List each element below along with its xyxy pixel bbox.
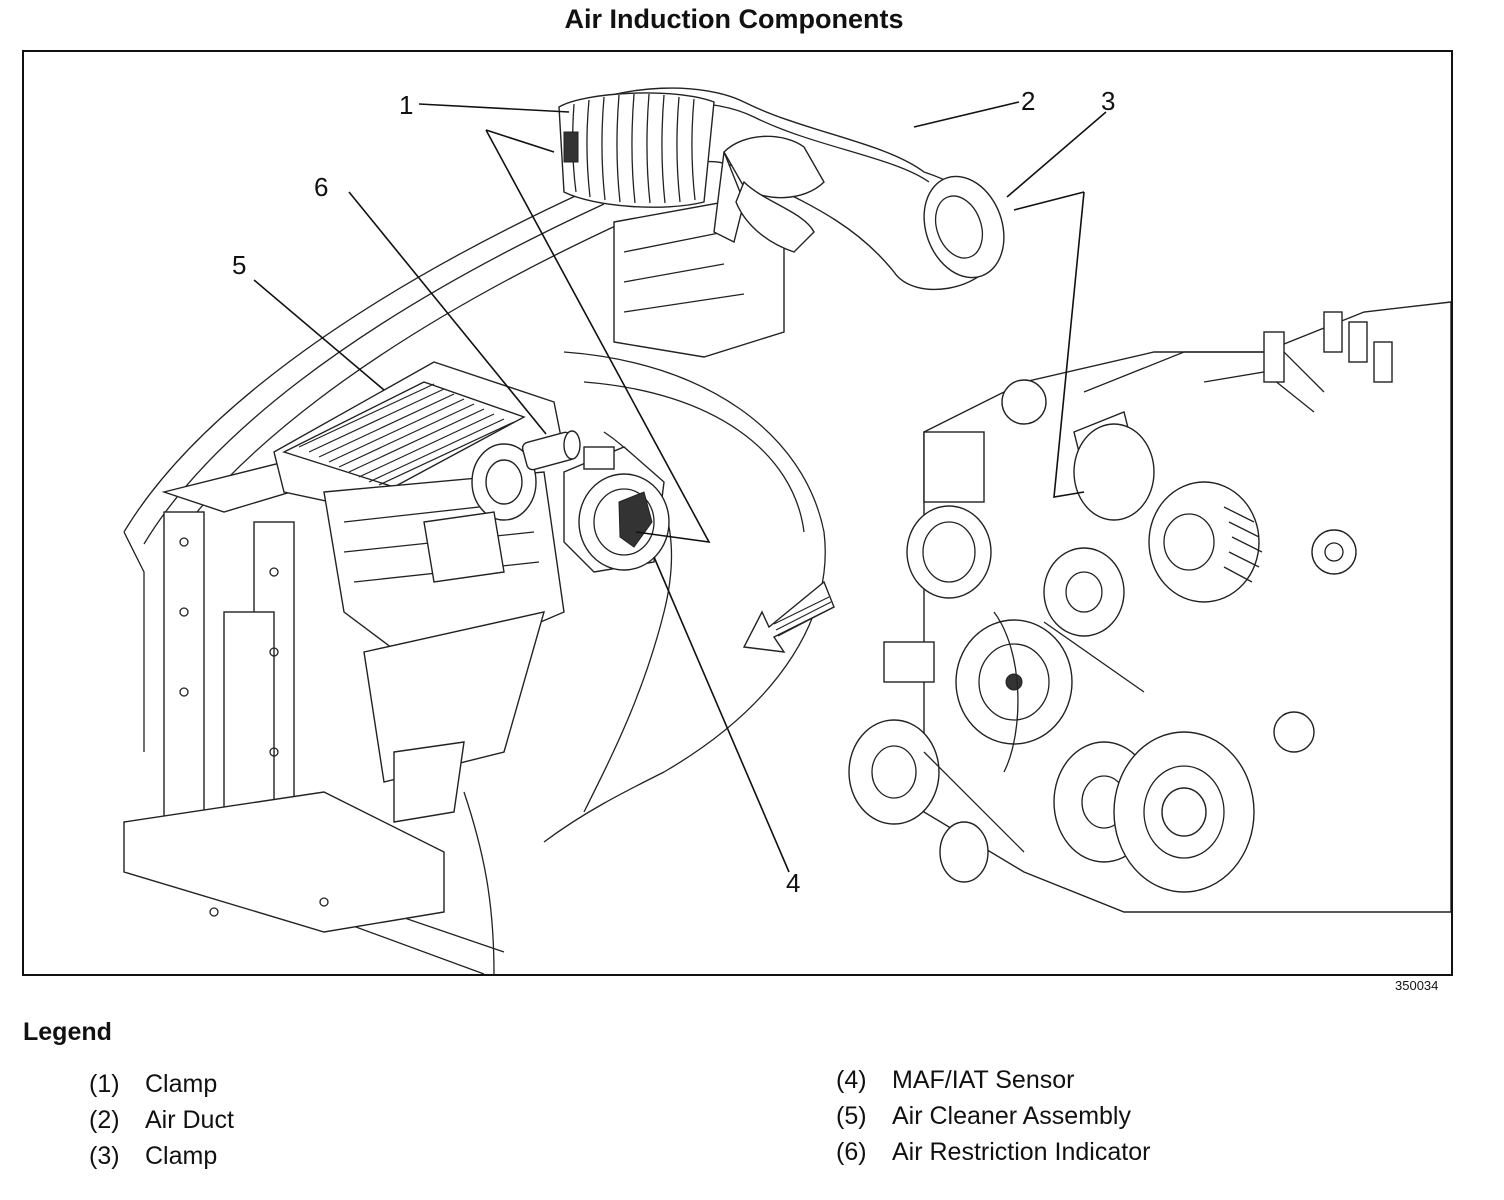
illustration: 1 2 3 4 5 6: [123, 86, 1451, 974]
callout-5: 5: [232, 250, 246, 280]
callout-2: 2: [1021, 86, 1035, 116]
legend-label: MAF/IAT Sensor: [892, 1066, 1075, 1094]
callout-4: 4: [786, 868, 800, 898]
legend-item: (4) MAF/IAT Sensor: [836, 1066, 1074, 1095]
legend-label: Air Restriction Indicator: [892, 1138, 1151, 1166]
legend-number: (3): [89, 1142, 120, 1170]
direction-arrow: [742, 580, 835, 653]
legend-number: (1): [89, 1070, 120, 1098]
legend-label: Air Cleaner Assembly: [892, 1102, 1131, 1130]
maf-iat-sensor: [563, 446, 670, 573]
legend-item: (1) Clamp: [89, 1070, 217, 1099]
legend-number: (4): [836, 1066, 867, 1094]
diagram-title: Air Induction Components: [564, 4, 904, 34]
legend-item: (5) Air Cleaner Assembly: [836, 1102, 1131, 1131]
legend-label: Clamp: [145, 1070, 218, 1098]
engine: [848, 301, 1451, 913]
callout-numbers: 1 2 3 4 5 6: [232, 86, 1115, 898]
figure-id: 350034: [1395, 978, 1439, 993]
legend-item: (6) Air Restriction Indicator: [836, 1138, 1150, 1167]
legend-item: (2) Air Duct: [89, 1106, 234, 1135]
legend-label: Clamp: [145, 1142, 218, 1170]
legend-number: (5): [836, 1102, 867, 1130]
legend-label: Air Duct: [145, 1106, 234, 1134]
legend-number: (6): [836, 1138, 867, 1166]
legend-number: (2): [89, 1106, 120, 1134]
leader-lines: [253, 101, 1107, 873]
air-restriction-indicator: [521, 430, 581, 471]
legend-heading: Legend: [23, 1018, 112, 1046]
diagram-frame: 1 2 3 4 5 6: [22, 50, 1453, 976]
callout-1: 1: [399, 90, 413, 120]
clamp-1-hose: [558, 92, 715, 208]
callout-3: 3: [1101, 86, 1115, 116]
legend-item: (3) Clamp: [89, 1142, 217, 1171]
air-cleaner-assembly: [273, 361, 565, 823]
callout-6: 6: [314, 172, 328, 202]
